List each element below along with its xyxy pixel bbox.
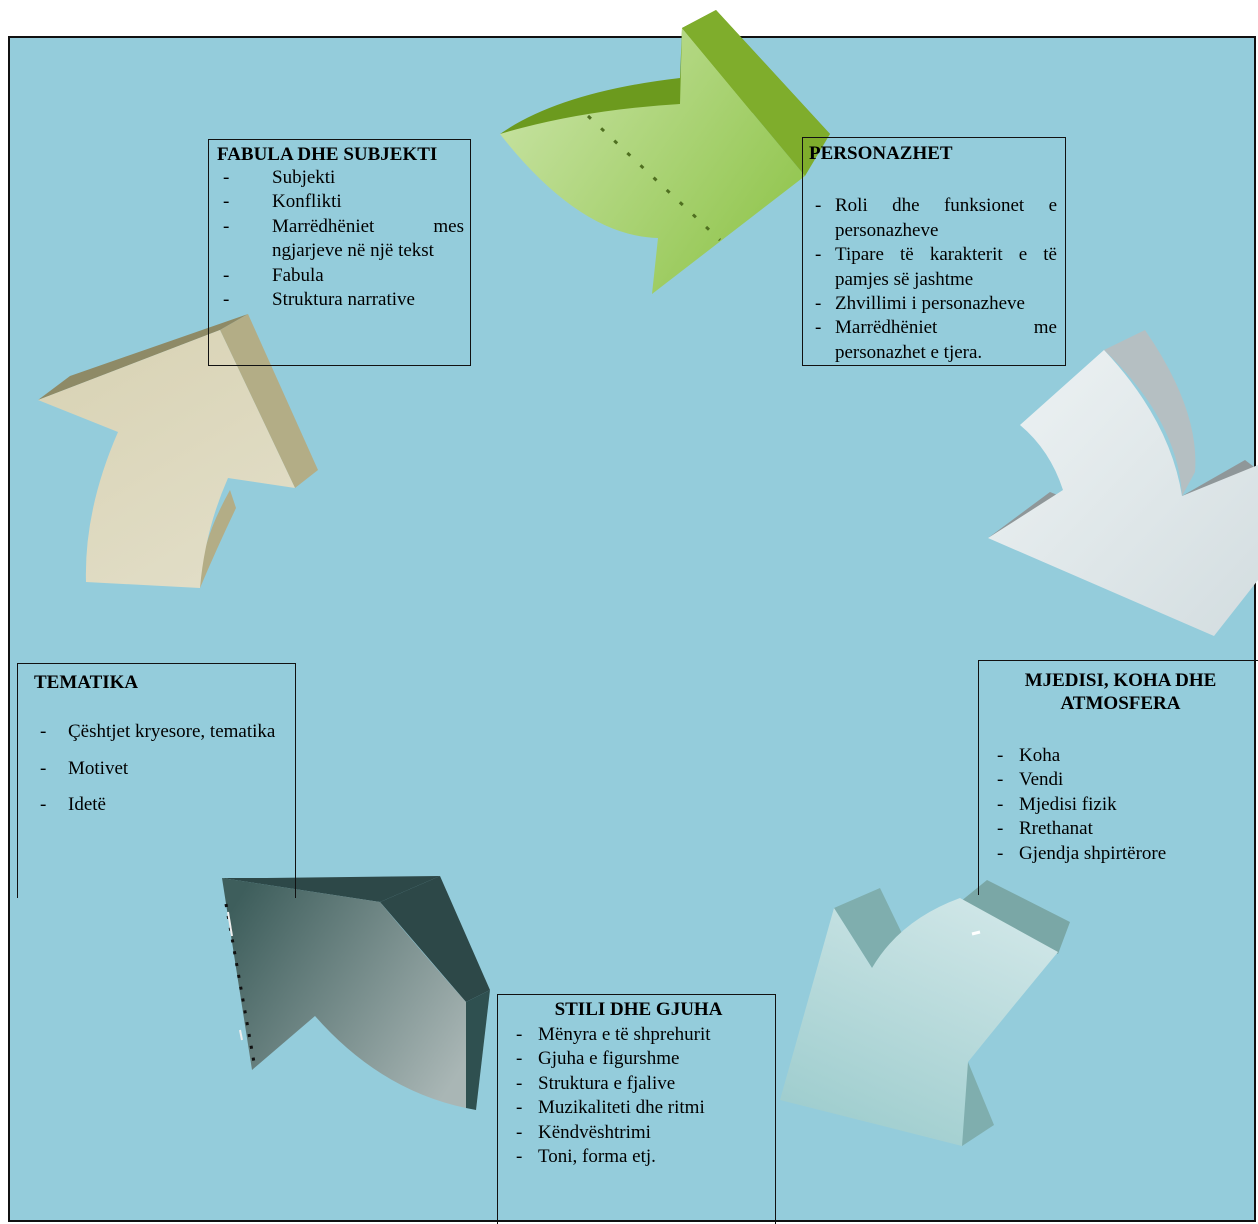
list-item: -Struktura e fjalive xyxy=(510,1072,767,1096)
list-item: -Motivet xyxy=(34,751,287,788)
item-text: Struktura narrative xyxy=(272,289,415,311)
bullet-dash: - xyxy=(223,289,230,311)
stili-gjuha-box: STILI DHE GJUHA -Mënyra e të shprehurit … xyxy=(497,994,776,1224)
item-text: Gjendja shpirtërore xyxy=(1019,842,1167,864)
item-list: - Subjekti - Konflikti - Marrëdhëniet mes n… xyxy=(217,166,464,312)
box-title: TEMATIKA xyxy=(34,672,139,693)
list-item: -Mjedisi fizik xyxy=(991,793,1250,817)
item-text: Vendi xyxy=(1019,769,1064,791)
bullet-dash: - xyxy=(223,167,230,188)
arrow-silver xyxy=(988,330,1258,636)
bullet-dash: - xyxy=(223,191,230,213)
list-item: - Fabula xyxy=(217,264,464,288)
bullet-dash: - xyxy=(40,721,47,742)
list-item: -Toni, forma etj. xyxy=(510,1145,767,1169)
item-text: Zhvillimi i personazheve xyxy=(835,293,1025,315)
box-title: MJEDISI, KOHA DHE ATMOSFERA xyxy=(1024,670,1217,714)
item-list: -Koha -Vendi -Mjedisi fizik -Rrethanat -… xyxy=(991,744,1250,866)
item-list: -Roli dhe funksionet e personazheve -Tip… xyxy=(809,194,1057,365)
arrow-khaki xyxy=(38,314,318,588)
bullet-dash: - xyxy=(997,769,1004,791)
bullet-dash: - xyxy=(815,244,822,266)
item-text: Idetë xyxy=(68,794,106,816)
mjedisi-koha-box: MJEDISI, KOHA DHE ATMOSFERA -Koha -Vendi… xyxy=(978,660,1258,895)
item-text: Toni, forma etj. xyxy=(538,1146,656,1168)
bullet-dash: - xyxy=(516,1024,523,1045)
item-text: Konflikti xyxy=(272,191,342,213)
item-text: Muzikaliteti dhe ritmi xyxy=(538,1097,705,1119)
bullet-dash: - xyxy=(815,293,822,315)
box-title: FABULA DHE SUBJEKTI xyxy=(217,144,438,165)
bullet-dash: - xyxy=(223,264,230,286)
item-text: Mjedisi fizik xyxy=(1019,793,1117,815)
item-text: Marrëdhëniet me personazhet e tjera. xyxy=(835,317,1057,363)
bullet-dash: - xyxy=(815,317,822,339)
list-item: -Koha xyxy=(991,744,1250,768)
bullet-dash: - xyxy=(223,215,230,237)
personazhet-box: PERSONAZHET -Roli dhe funksionet e perso… xyxy=(802,137,1066,366)
list-item: -Mënyra e të shprehurit xyxy=(510,1023,767,1047)
bullet-dash: - xyxy=(815,195,822,217)
item-list: -Mënyra e të shprehurit -Gjuha e figursh… xyxy=(510,1023,767,1169)
list-item: -Rrethanat xyxy=(991,817,1250,841)
bullet-dash: - xyxy=(997,842,1004,864)
list-item: -Këndvështrimi xyxy=(510,1121,767,1145)
bullet-dash: - xyxy=(516,1048,523,1070)
list-item: -Vendi xyxy=(991,768,1250,792)
list-item: -Gjuha e figurshme xyxy=(510,1047,767,1071)
bullet-dash: - xyxy=(516,1072,523,1094)
arrow-green xyxy=(500,10,830,294)
item-text: Motivet xyxy=(68,757,129,779)
item-text: Mënyra e të shprehurit xyxy=(538,1024,711,1045)
item-text: Rrethanat xyxy=(1019,818,1093,840)
list-item: -Marrëdhëniet me personazhet e tjera. xyxy=(809,316,1057,365)
item-text: Struktura e fjalive xyxy=(538,1072,676,1094)
arrow-teal xyxy=(222,876,490,1110)
list-item: -Roli dhe funksionet e personazheve xyxy=(809,194,1057,243)
item-text: Këndvështrimi xyxy=(538,1121,651,1143)
bullet-dash: - xyxy=(40,757,47,779)
item-text: Marrëdhëniet mes ngjarjeve në një tekst xyxy=(272,215,464,262)
item-text: Koha xyxy=(1019,745,1061,766)
box-title: STILI DHE GJUHA xyxy=(554,999,723,1020)
arrow-aqua xyxy=(780,880,1070,1146)
bullet-dash: - xyxy=(997,745,1004,766)
item-list: -Çështjet kryesore, tematika -Motivet -I… xyxy=(34,714,287,824)
item-text: Tipare të karakterit e të pamjes së jash… xyxy=(835,244,1057,290)
list-item: - Struktura narrative xyxy=(217,288,464,312)
item-text: Subjekti xyxy=(272,167,336,188)
bullet-dash: - xyxy=(997,818,1004,840)
list-item: - Subjekti xyxy=(217,166,464,190)
item-text: Roli dhe funksionet e personazheve xyxy=(835,195,1057,241)
box-title: PERSONAZHET xyxy=(809,143,953,164)
list-item: -Çështjet kryesore, tematika xyxy=(34,714,287,751)
list-item: -Tipare të karakterit e të pamjes së jas… xyxy=(809,243,1057,292)
bullet-dash: - xyxy=(40,794,47,816)
bullet-dash: - xyxy=(997,793,1004,815)
bullet-dash: - xyxy=(516,1097,523,1119)
list-item: - Marrëdhëniet mes ngjarjeve në një tekst xyxy=(217,215,464,264)
bullet-dash: - xyxy=(516,1146,523,1168)
list-item: -Muzikaliteti dhe ritmi xyxy=(510,1096,767,1120)
list-item: - Konflikti xyxy=(217,190,464,214)
item-text: Çështjet kryesore, tematika xyxy=(68,721,276,742)
list-item: -Idetë xyxy=(34,787,287,824)
tematika-box: TEMATIKA -Çështjet kryesore, tematika -M… xyxy=(17,663,296,898)
fabula-subjekti-box: FABULA DHE SUBJEKTI - Subjekti - Konflikti… xyxy=(208,139,471,366)
bullet-dash: - xyxy=(516,1121,523,1143)
list-item: -Zhvillimi i personazheve xyxy=(809,292,1057,316)
list-item: -Gjendja shpirtërore xyxy=(991,842,1250,866)
item-text: Gjuha e figurshme xyxy=(538,1048,680,1070)
item-text: Fabula xyxy=(272,264,324,286)
